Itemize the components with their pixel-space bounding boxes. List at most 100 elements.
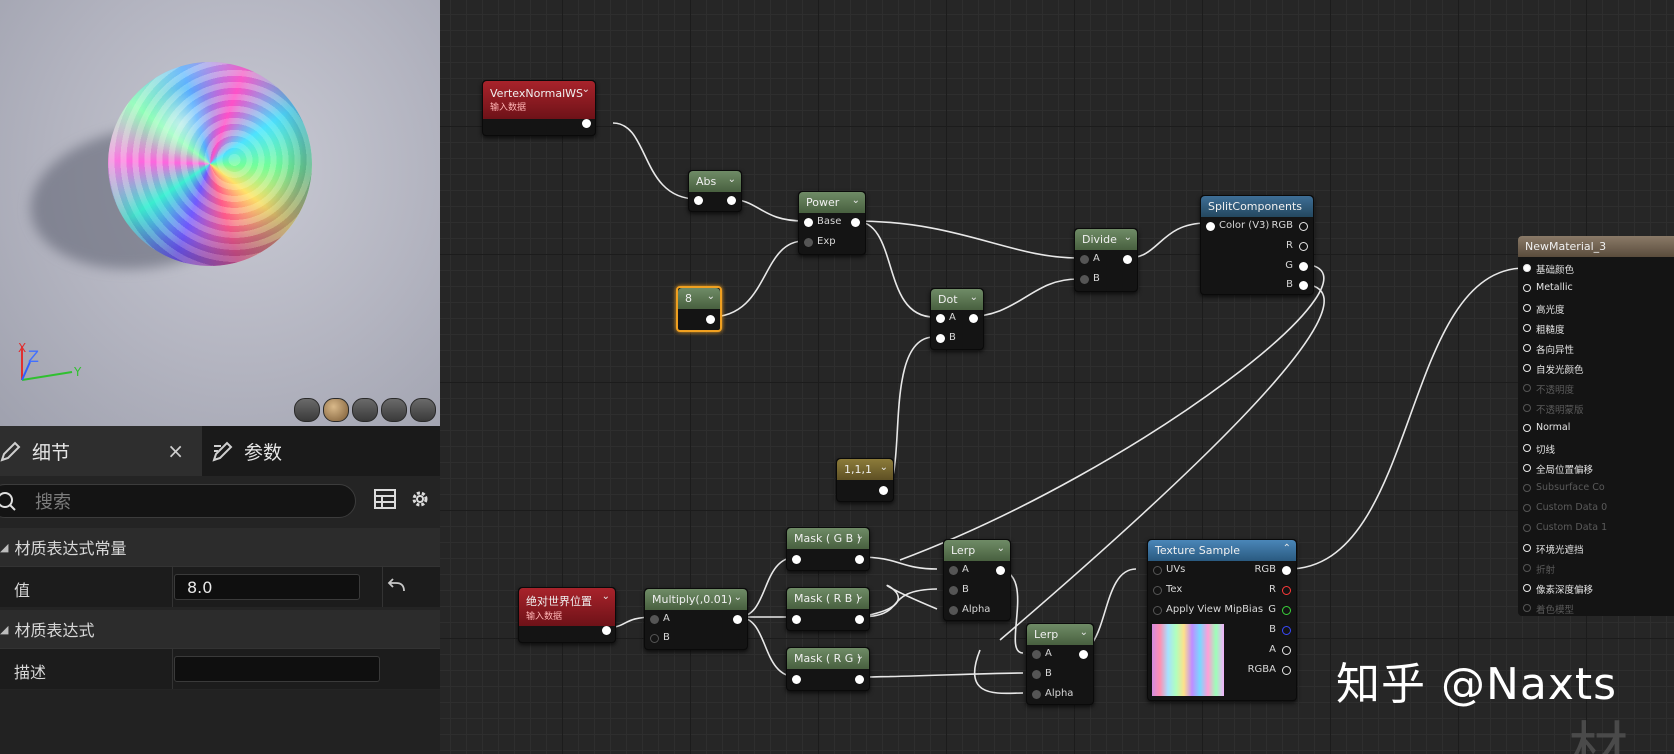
reset-icon[interactable]	[386, 577, 408, 597]
output-pin[interactable]	[602, 626, 611, 635]
input-pin-emissive[interactable]	[1523, 364, 1531, 372]
output-pin[interactable]	[582, 119, 591, 128]
input-pin-a[interactable]	[650, 615, 659, 624]
output-pin-g[interactable]	[1282, 606, 1291, 615]
output-pin[interactable]	[1123, 255, 1132, 264]
input-pin-b[interactable]	[1080, 275, 1089, 284]
node-texture-sample[interactable]: Texture Sample⌃ UVs Tex Apply View MipBi…	[1147, 539, 1297, 701]
output-pin[interactable]	[733, 615, 742, 624]
node-lerp-2[interactable]: Lerp⌄ A B Alpha	[1026, 623, 1094, 705]
node-material-result[interactable]: NewMaterial_3 基础颜色 Metallic 高光度 粗糙度 各向异性…	[1518, 236, 1674, 616]
input-pin-shading-model[interactable]	[1523, 604, 1531, 612]
output-pin[interactable]	[969, 314, 978, 323]
output-pin[interactable]	[727, 196, 736, 205]
input-pin-tangent[interactable]	[1523, 444, 1531, 452]
input-pin-b[interactable]	[936, 334, 945, 343]
output-pin[interactable]	[851, 218, 860, 227]
input-pin-opacity-mask[interactable]	[1523, 404, 1531, 412]
sphere-icon[interactable]	[323, 398, 349, 422]
close-icon[interactable]: ×	[167, 439, 184, 463]
node-lerp-1[interactable]: Lerp⌄ A B Alpha	[943, 539, 1011, 621]
output-pin[interactable]	[706, 315, 715, 324]
input-pin[interactable]	[792, 615, 801, 624]
input-pin-opacity[interactable]	[1523, 384, 1531, 392]
node-multiply[interactable]: Multiply(,0.01)⌄ A B	[644, 588, 748, 650]
output-pin[interactable]	[879, 486, 888, 495]
input-pin-refraction[interactable]	[1523, 564, 1531, 572]
description-input[interactable]	[174, 656, 380, 682]
table-view-icon[interactable]	[374, 488, 396, 510]
input-pin-base[interactable]	[804, 218, 813, 227]
node-divide[interactable]: Divide⌄ A B	[1074, 228, 1138, 292]
tab-parameters[interactable]: 参数	[212, 426, 412, 476]
output-pin-rgba[interactable]	[1282, 666, 1291, 675]
input-pin-uvs[interactable]	[1153, 566, 1162, 575]
output-pin[interactable]	[855, 675, 864, 684]
output-pin-rgb[interactable]	[1282, 566, 1291, 575]
section-material-constant[interactable]: ◢ 材质表达式常量	[0, 528, 440, 566]
node-mask-rb[interactable]: Mask ( R B )⌄	[786, 587, 870, 631]
output-pin-b[interactable]	[1282, 626, 1291, 635]
output-pin-b[interactable]	[1299, 281, 1308, 290]
node-abs[interactable]: Abs⌄	[688, 170, 742, 212]
cube-icon[interactable]	[381, 398, 407, 422]
node-dot[interactable]: Dot⌄ A B	[930, 288, 984, 350]
plane-icon[interactable]	[352, 398, 378, 422]
input-pin-pixel-depth-offset[interactable]	[1523, 584, 1531, 592]
input-pin-color[interactable]	[1206, 222, 1215, 231]
output-pin-a[interactable]	[1282, 646, 1291, 655]
input-pin-roughness[interactable]	[1523, 324, 1531, 332]
output-pin[interactable]	[1079, 650, 1088, 659]
input-pin-tex[interactable]	[1153, 586, 1162, 595]
input-pin-custom-data-0[interactable]	[1523, 504, 1531, 512]
input-pin-ambient-occlusion[interactable]	[1523, 544, 1531, 552]
node-split-components[interactable]: SplitComponents Color (V3) RGB R G B	[1200, 195, 1314, 295]
input-pin-a[interactable]	[1032, 650, 1041, 659]
node-absolute-world-position[interactable]: 绝对世界位置 输入数据 ⌄	[518, 587, 616, 643]
cylinder-icon[interactable]	[294, 398, 320, 422]
output-pin-rgb[interactable]	[1299, 222, 1308, 231]
input-pin-anisotropy[interactable]	[1523, 344, 1531, 352]
material-preview-viewport[interactable]: X Z Y	[0, 0, 440, 426]
input-pin-mipbias[interactable]	[1153, 606, 1162, 615]
input-pin-a[interactable]	[1080, 255, 1089, 264]
input-pin[interactable]	[792, 675, 801, 684]
node-power[interactable]: Power⌄ Base Exp	[798, 191, 866, 255]
input-pin-normal[interactable]	[1523, 424, 1531, 432]
output-pin[interactable]	[996, 566, 1005, 575]
search-input[interactable]: 搜索	[0, 484, 356, 518]
input-pin-alpha[interactable]	[949, 606, 958, 615]
input-pin-specular[interactable]	[1523, 304, 1531, 312]
gear-icon[interactable]	[408, 487, 432, 511]
value-input[interactable]: 8.0	[174, 574, 360, 600]
section-material-expression[interactable]: ◢ 材质表达式	[0, 610, 440, 648]
input-pin-a[interactable]	[949, 566, 958, 575]
input-pin-alpha[interactable]	[1032, 690, 1041, 699]
input-pin[interactable]	[694, 196, 703, 205]
material-graph-canvas[interactable]: VertexNormalWS 输入数据 ⌄ Abs⌄ Power⌄ Base E…	[440, 0, 1674, 754]
output-pin-g[interactable]	[1299, 262, 1308, 271]
input-pin-metallic[interactable]	[1523, 284, 1531, 292]
node-constant-8[interactable]: 8⌄	[676, 286, 722, 332]
input-pin-exp[interactable]	[804, 238, 813, 247]
input-pin-b[interactable]	[1032, 670, 1041, 679]
pin-label: R	[1269, 584, 1276, 595]
node-constant-111[interactable]: 1,1,1⌄	[836, 458, 894, 502]
node-mask-gb[interactable]: Mask ( G B )⌄	[786, 527, 870, 571]
input-pin-world-offset[interactable]	[1523, 464, 1531, 472]
output-pin-r[interactable]	[1299, 242, 1308, 251]
node-vertex-normal-ws[interactable]: VertexNormalWS 输入数据 ⌄	[482, 80, 596, 136]
output-pin[interactable]	[855, 555, 864, 564]
input-pin-base-color[interactable]	[1523, 264, 1531, 272]
output-pin[interactable]	[855, 615, 864, 624]
input-pin-b[interactable]	[650, 634, 659, 643]
output-pin-r[interactable]	[1282, 586, 1291, 595]
input-pin-custom-data-1[interactable]	[1523, 524, 1531, 532]
node-mask-rg[interactable]: Mask ( R G )⌄	[786, 647, 870, 691]
tab-details[interactable]: 细节 ×	[0, 426, 202, 476]
input-pin-a[interactable]	[936, 314, 945, 323]
input-pin[interactable]	[792, 555, 801, 564]
custom-mesh-icon[interactable]	[410, 398, 436, 422]
input-pin-subsurface[interactable]	[1523, 484, 1531, 492]
input-pin-b[interactable]	[949, 586, 958, 595]
